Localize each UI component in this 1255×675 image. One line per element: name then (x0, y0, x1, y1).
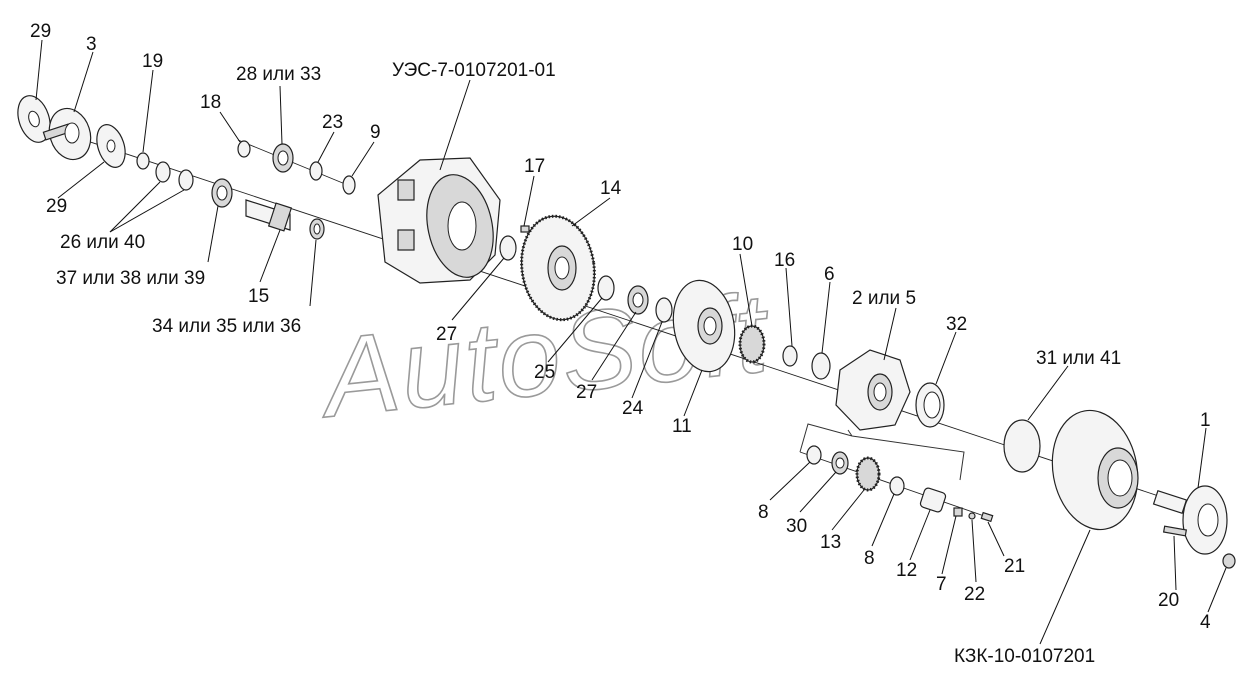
callout-37-or-38-or-39: 37 или 38 или 39 (56, 268, 205, 289)
part-15-shaft (245, 199, 293, 232)
part-27-bearing (627, 285, 649, 315)
part-1-flange (1152, 485, 1228, 555)
callout-15: 15 (248, 286, 269, 307)
planetary-group-bracket (799, 423, 965, 481)
callout-13: 13 (820, 532, 841, 553)
callout-19: 19 (142, 51, 163, 72)
part-9-ring (342, 175, 356, 195)
part-27-ring (499, 235, 517, 261)
upper-axis (237, 139, 351, 187)
part-32-seal (915, 382, 945, 428)
callout-25: 25 (534, 362, 555, 383)
callout-31-or-41: 31 или 41 (1036, 348, 1121, 369)
callout-29-bottom: 29 (46, 196, 67, 217)
callout-1: 1 (1200, 410, 1211, 431)
callout-34-or-35-or-36: 34 или 35 или 36 (152, 316, 301, 337)
callout-10: 10 (732, 234, 753, 255)
callout-29-top: 29 (30, 21, 51, 42)
part-4-nut (1222, 553, 1236, 569)
callout-2-or-5: 2 или 5 (852, 288, 916, 309)
part-11-carrier (672, 279, 736, 373)
callout-8-b: 8 (864, 548, 875, 569)
part-40-ring (178, 169, 194, 191)
part-25-ring (597, 275, 615, 301)
callout-7: 7 (936, 574, 947, 595)
part-12-axle (919, 487, 947, 513)
callout-9: 9 (370, 122, 381, 143)
callout-14: 14 (600, 178, 622, 199)
part-17-bolt (520, 225, 530, 233)
callout-18: 18 (200, 92, 221, 113)
part-19-ring (136, 152, 150, 170)
callout-27-a: 27 (436, 324, 457, 345)
leader-lines (35, 39, 1227, 645)
assembly-label-top: УЭС-7-0107201-01 (392, 60, 556, 81)
part-7-pin (953, 507, 963, 517)
part-22-ball (968, 512, 976, 520)
callout-3: 3 (86, 34, 97, 55)
callout-12: 12 (896, 560, 917, 581)
callout-16: 16 (774, 250, 795, 271)
housing-kzk-10 (1051, 409, 1139, 531)
part-10-spline-gear (738, 324, 766, 364)
callout-26-or-40: 26 или 40 (60, 232, 145, 253)
callout-27-b: 27 (576, 382, 597, 403)
callout-24: 24 (622, 398, 644, 419)
part-16-ring (782, 345, 798, 367)
assembly-label-bottom: КЗК-10-0107201 (954, 646, 1095, 667)
callout-20: 20 (1158, 590, 1179, 611)
part-24-ring (655, 297, 673, 323)
part-14-gear (520, 214, 596, 322)
callout-6: 6 (824, 264, 835, 285)
callout-8-a: 8 (758, 502, 769, 523)
part-8-washer-2 (889, 476, 905, 496)
part-20-bolt (1162, 525, 1188, 537)
part-21-screw (980, 511, 994, 523)
part-6-ring (811, 352, 831, 380)
callout-30: 30 (786, 516, 807, 537)
part-8-washer (806, 445, 822, 465)
callout-11: 11 (672, 416, 692, 437)
callout-21: 21 (1004, 556, 1025, 577)
callout-22: 22 (964, 584, 985, 605)
housing-uec-7 (377, 157, 501, 284)
part-30-bearing (831, 451, 849, 475)
callout-17: 17 (524, 156, 545, 177)
part-28-bearing (272, 143, 294, 173)
part-37-bearing (211, 178, 233, 208)
part-29-disc-2 (96, 124, 126, 168)
part-13-planet-gear (855, 456, 881, 492)
part-26-ring (155, 161, 171, 183)
part-29-disc (17, 95, 51, 143)
part-23-ring (309, 161, 323, 181)
part-34-bearing (309, 218, 325, 240)
part-2-carrier-plate (835, 349, 911, 431)
part-31-ring (1003, 419, 1041, 473)
part-18-ring (237, 140, 251, 158)
callout-28-or-33: 28 или 33 (236, 64, 321, 85)
part-3-yoke (42, 107, 92, 161)
callout-32: 32 (946, 314, 967, 335)
callout-23: 23 (322, 112, 343, 133)
callout-4: 4 (1200, 612, 1211, 633)
